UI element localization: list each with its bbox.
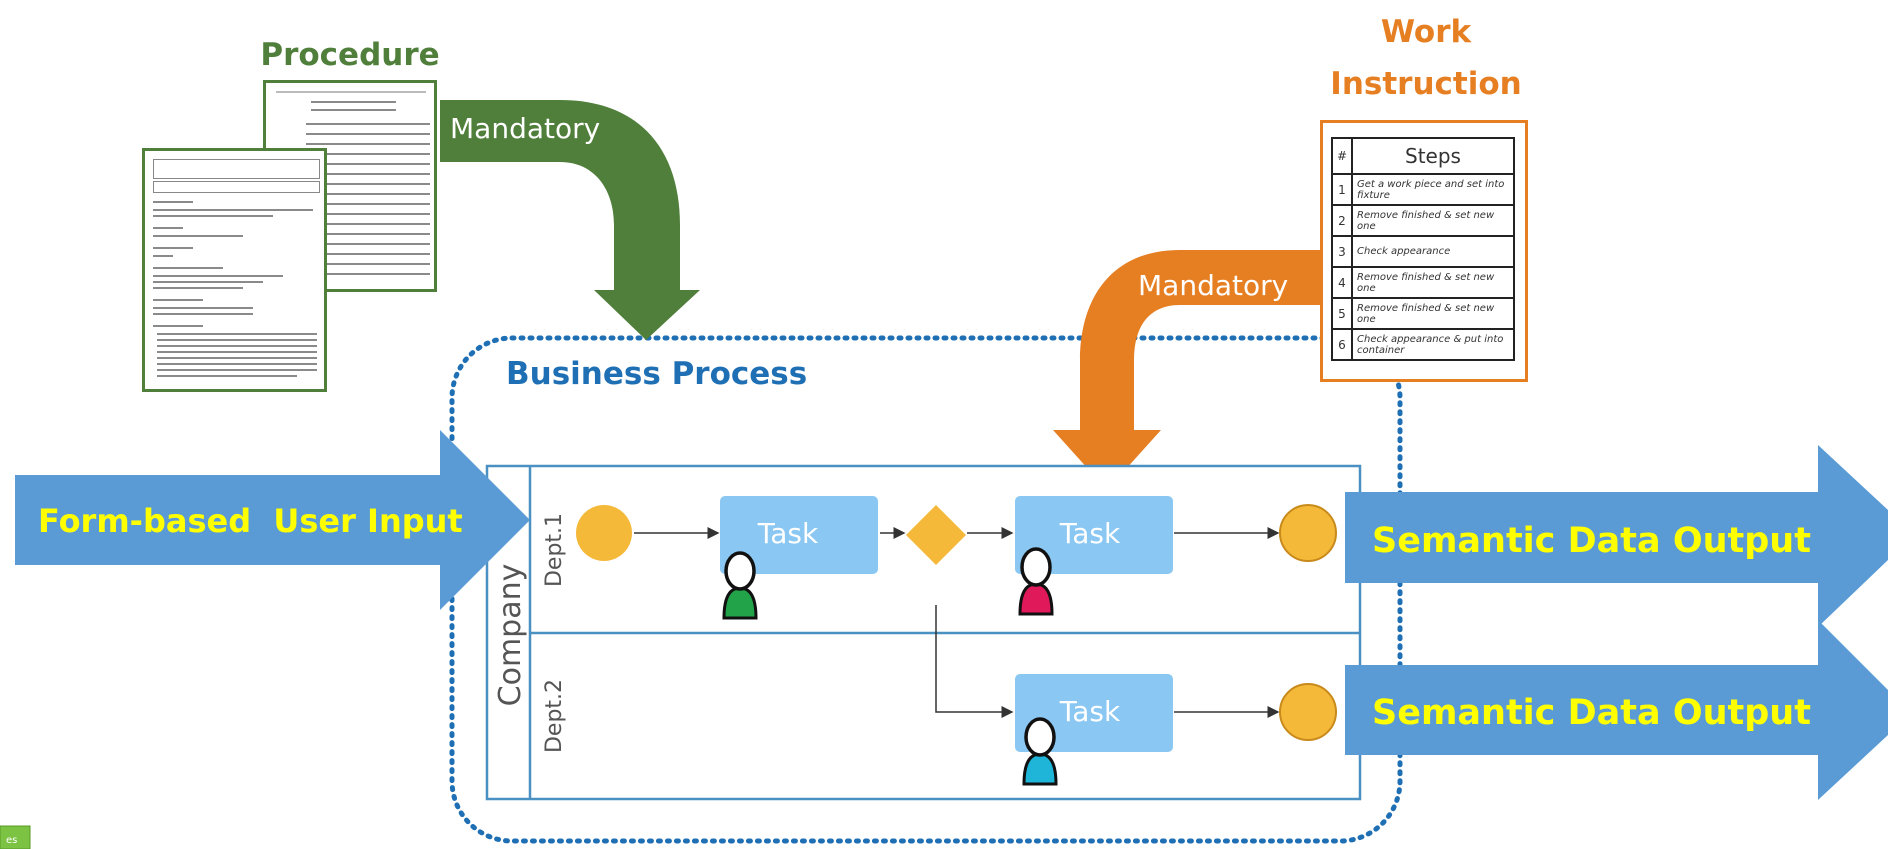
task-3-label: Task xyxy=(1059,695,1121,728)
procedure-document-front xyxy=(142,148,327,392)
form-input-label: Form-based User Input xyxy=(38,502,463,540)
lane-2-label: Dept.2 xyxy=(542,679,567,753)
output-arrow-1 xyxy=(1345,445,1888,627)
pool-label: Company xyxy=(493,564,528,707)
table-row: 6 Check appearance & put into container xyxy=(1331,328,1515,361)
procedure-title: Procedure xyxy=(260,37,439,73)
start-event xyxy=(576,505,632,561)
form-input-arrow xyxy=(15,430,530,610)
table-row: 3 Check appearance xyxy=(1331,235,1515,268)
table-header-steps: Steps xyxy=(1351,137,1515,175)
task-2-label: Task xyxy=(1059,517,1121,550)
end-event-1 xyxy=(1279,504,1337,562)
lane-1-label: Dept.1 xyxy=(542,513,567,587)
green-person-icon xyxy=(722,551,758,620)
work-instruction-mandatory-arrow xyxy=(1053,250,1320,490)
work-instruction-mandatory-label: Mandatory xyxy=(1138,269,1288,302)
blue-person-icon xyxy=(1022,717,1058,786)
output-label-2: Semantic Data Output xyxy=(1372,693,1811,733)
corner-badge xyxy=(0,825,31,849)
procedure-mandatory-label: Mandatory xyxy=(450,112,600,145)
end-event-2 xyxy=(1279,683,1337,741)
work-instruction-title-line2: Instruction xyxy=(1330,66,1521,102)
task-1-box xyxy=(720,496,878,574)
work-instruction-title-line1: Work xyxy=(1381,14,1473,50)
procedure-mandatory-arrow xyxy=(440,100,700,340)
table-header-num: # xyxy=(1331,137,1353,175)
work-instruction-table: # Steps 1 Get a work piece and set into … xyxy=(1320,120,1528,382)
output-arrow-2 xyxy=(1345,620,1888,800)
table-row: 4 Remove finished & set new one xyxy=(1331,266,1515,299)
red-person-icon xyxy=(1018,547,1054,616)
business-process-title: Business Process xyxy=(506,356,807,392)
table-row: 2 Remove finished & set new one xyxy=(1331,204,1515,237)
output-label-1: Semantic Data Output xyxy=(1372,521,1811,561)
corner-badge-text: es xyxy=(6,835,17,846)
task-2-box xyxy=(1015,496,1173,574)
task-1-label: Task xyxy=(757,517,819,550)
gateway xyxy=(906,505,966,565)
table-row: 5 Remove finished & set new one xyxy=(1331,297,1515,330)
table-row: 1 Get a work piece and set into fixture xyxy=(1331,173,1515,206)
